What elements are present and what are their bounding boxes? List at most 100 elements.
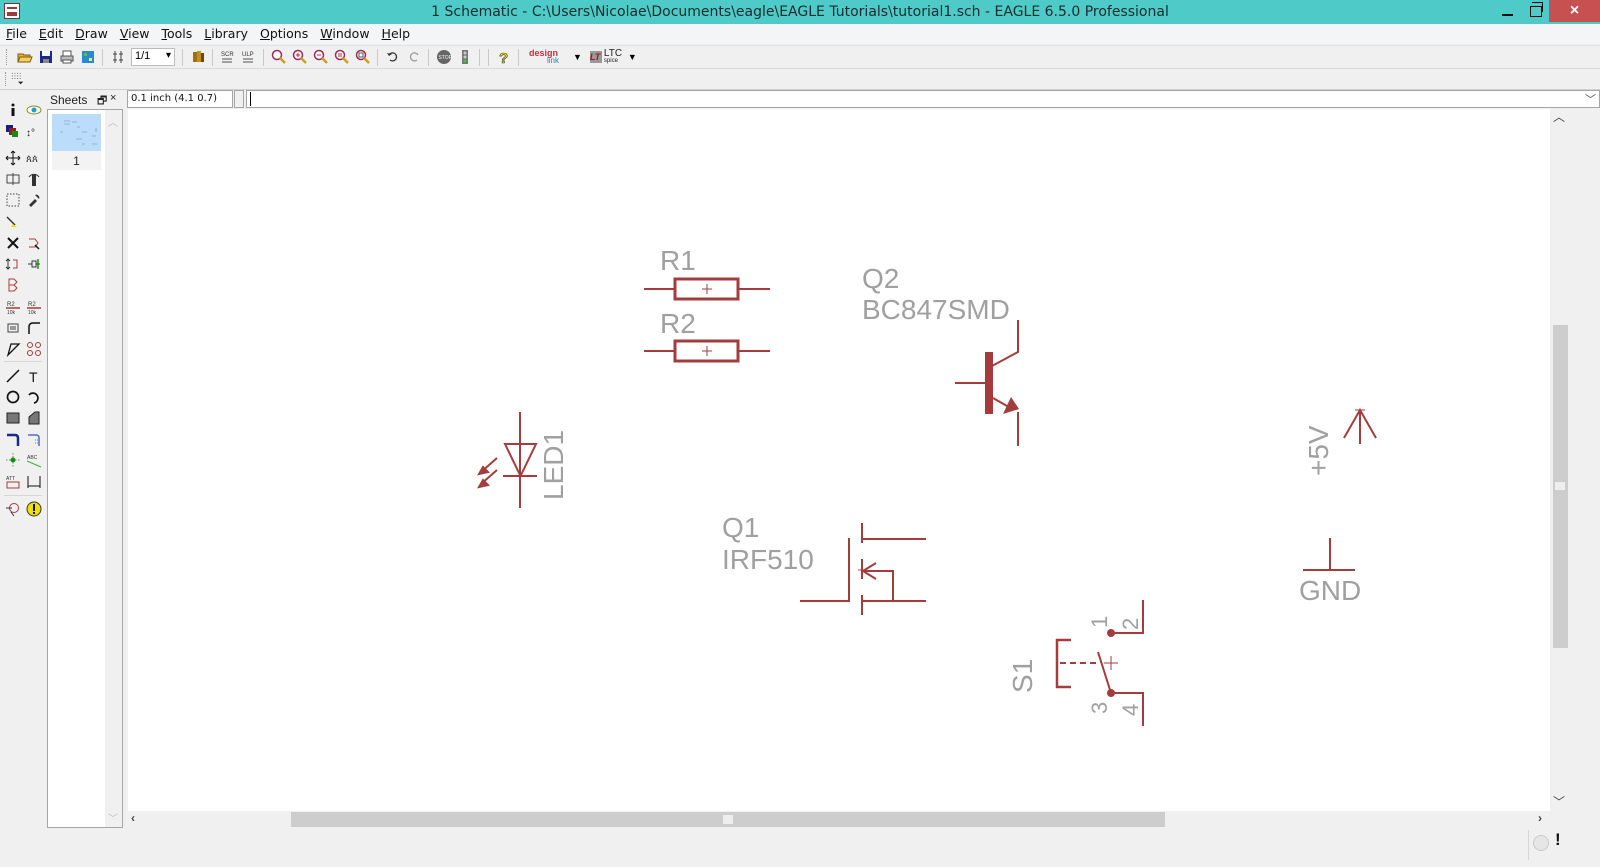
invoke-icon[interactable] xyxy=(26,341,42,357)
menu-options[interactable]: Options xyxy=(260,24,314,44)
go-icon[interactable] xyxy=(457,49,473,65)
bus-icon[interactable] xyxy=(5,431,21,447)
label-icon[interactable]: ABC xyxy=(26,452,42,468)
menu-help[interactable]: Help xyxy=(382,24,417,44)
switch-s1-symbol[interactable] xyxy=(1055,600,1144,726)
grid-icon[interactable] xyxy=(11,72,25,86)
mosfet-q1-symbol[interactable] xyxy=(800,523,926,615)
minimize-button[interactable] xyxy=(1484,0,1530,22)
change-icon[interactable] xyxy=(26,192,42,208)
arc-icon[interactable] xyxy=(26,389,42,405)
scroll-up-icon[interactable]: ︿ xyxy=(1553,110,1566,124)
toolbar-separator xyxy=(428,48,429,66)
menu-window[interactable]: Window xyxy=(320,24,375,44)
add-icon[interactable] xyxy=(26,235,42,251)
display-layers-icon[interactable] xyxy=(5,123,21,139)
net-icon[interactable] xyxy=(26,431,42,447)
close-panel-icon[interactable]: × xyxy=(110,92,117,104)
sheet-number[interactable]: 1 xyxy=(52,151,101,170)
replace-icon[interactable] xyxy=(5,277,21,293)
miter-icon[interactable] xyxy=(26,320,42,336)
menu-view[interactable]: View xyxy=(120,24,156,44)
ground-symbol[interactable] xyxy=(1303,538,1355,571)
menu-file[interactable]: File xyxy=(6,24,33,44)
sheet-select[interactable]: 1/1 xyxy=(131,48,175,66)
errors-icon[interactable] xyxy=(26,501,42,517)
designlink-button[interactable]: design link xyxy=(529,48,569,66)
print-icon[interactable] xyxy=(59,49,75,65)
menu-library[interactable]: Library xyxy=(204,24,254,44)
sheet-thumbnail[interactable] xyxy=(52,114,101,151)
run-ulp-icon[interactable]: ULP xyxy=(241,49,257,65)
text-icon[interactable]: T xyxy=(26,368,42,384)
scroll-right-icon[interactable]: › xyxy=(1538,811,1542,825)
smash-icon[interactable] xyxy=(5,320,21,336)
pinswap-icon[interactable] xyxy=(5,256,21,272)
horizontal-thumb-grip xyxy=(723,815,733,824)
zoom-select-icon[interactable] xyxy=(355,49,371,65)
group-icon[interactable] xyxy=(5,192,21,208)
scroll-left-icon[interactable]: ‹ xyxy=(131,811,135,825)
restore-button[interactable] xyxy=(1513,0,1559,22)
open-icon[interactable] xyxy=(16,49,33,65)
ltspice-dropdown-icon[interactable]: ▼ xyxy=(627,52,637,62)
ltspice-button[interactable]: LT LTC spice xyxy=(589,48,624,66)
rect-icon[interactable] xyxy=(5,410,21,426)
toolbar-grip[interactable] xyxy=(5,72,8,86)
board-switch-icon[interactable] xyxy=(110,49,126,65)
gateswap-icon[interactable] xyxy=(26,256,42,272)
toolbar-grip[interactable] xyxy=(6,49,9,65)
use-library-icon[interactable] xyxy=(190,49,206,65)
menu-tools[interactable]: Tools xyxy=(161,24,198,44)
eagle-app-icon[interactable] xyxy=(4,3,20,19)
dimension-icon[interactable] xyxy=(26,474,42,490)
move-icon[interactable] xyxy=(5,150,21,166)
command-history-dropdown-icon[interactable]: ﹀ xyxy=(1585,94,1596,106)
script-icon[interactable]: SCR xyxy=(220,49,236,65)
command-input[interactable] xyxy=(246,90,1600,108)
menu-draw[interactable]: Draw xyxy=(75,24,114,44)
redo-icon[interactable] xyxy=(406,49,422,65)
help-icon[interactable]: ? xyxy=(496,49,512,65)
transistor-q2-symbol[interactable] xyxy=(955,320,1019,446)
delete-icon[interactable] xyxy=(5,235,21,251)
mark-icon[interactable]: ↕° xyxy=(26,123,42,139)
designlink-dropdown-icon[interactable]: ▼ xyxy=(573,52,582,62)
polygon-icon[interactable] xyxy=(26,410,42,426)
cam-icon[interactable] xyxy=(80,49,96,65)
zoom-out-icon[interactable] xyxy=(313,49,329,65)
undo-icon[interactable] xyxy=(385,49,401,65)
save-icon[interactable] xyxy=(38,49,54,65)
scroll-down-icon[interactable]: ﹀ xyxy=(108,814,118,825)
junction-icon[interactable] xyxy=(5,452,21,468)
attribute-icon[interactable]: ATT xyxy=(5,474,21,490)
close-button[interactable]: × xyxy=(1549,0,1600,22)
led1-symbol[interactable] xyxy=(477,412,538,508)
rotate-icon[interactable] xyxy=(26,171,42,187)
resistor-r2-symbol[interactable] xyxy=(644,339,770,363)
schematic-canvas[interactable]: R1 R2 Q2 BC847SMD LED1 Q1 IRF510 S1 1 2 … xyxy=(128,109,1550,811)
paste-icon[interactable] xyxy=(5,214,21,230)
scroll-up-icon[interactable]: ︿ xyxy=(108,118,118,129)
split-icon[interactable] xyxy=(5,341,21,357)
erc-icon[interactable] xyxy=(5,501,21,517)
zoom-fit-icon[interactable] xyxy=(271,49,287,65)
wire-icon[interactable] xyxy=(5,368,21,384)
zoom-in-icon[interactable] xyxy=(292,49,308,65)
show-icon[interactable] xyxy=(26,102,42,118)
circle-icon[interactable] xyxy=(5,389,21,405)
resistor-r1-symbol[interactable] xyxy=(644,277,770,301)
copy-icon[interactable]: ጰጰ xyxy=(26,150,42,166)
supply-5v-symbol[interactable] xyxy=(1343,407,1377,444)
info-icon[interactable] xyxy=(5,102,21,118)
status-warning-icon[interactable]: ! xyxy=(1555,830,1561,849)
sheets-scrollbar[interactable]: ︿ ﹀ xyxy=(105,110,122,827)
scroll-down-icon[interactable]: ﹀ xyxy=(1553,795,1566,809)
float-panel-icon[interactable]: 🗗 xyxy=(97,95,108,107)
menu-edit[interactable]: Edit xyxy=(39,24,69,44)
mirror-icon[interactable] xyxy=(5,171,21,187)
stop-icon[interactable]: STOP xyxy=(436,49,452,65)
zoom-redraw-icon[interactable] xyxy=(334,49,350,65)
